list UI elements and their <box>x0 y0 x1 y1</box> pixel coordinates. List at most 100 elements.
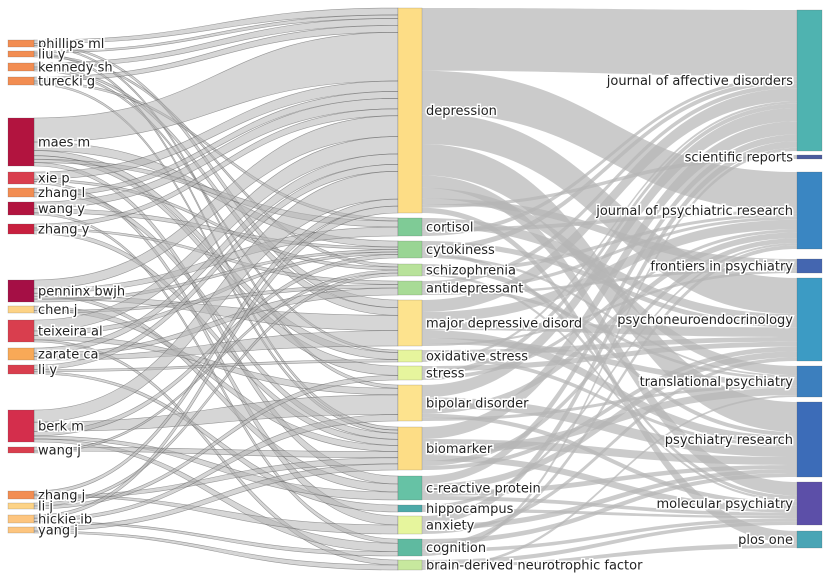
author-label-yang-j: yang j <box>38 524 78 539</box>
author-node-berk-m[interactable] <box>7 409 35 443</box>
author-label-teixeira-al: teixeira al <box>38 325 103 340</box>
journal-label-psychiatry-research: psychiatry research <box>665 433 793 448</box>
author-node-wang-y[interactable] <box>7 201 35 216</box>
author-node-chen-j[interactable] <box>7 305 35 314</box>
link-oxidative-stress-to-psychoneuroendocrinology <box>422 336 797 356</box>
author-label-liu-y: liu y <box>38 48 66 63</box>
link-cognition-to-journal-of-affective-disorders <box>422 147 797 556</box>
author-node-yang-j[interactable] <box>7 526 35 534</box>
author-node-turecki-g[interactable] <box>7 76 35 86</box>
link-cortisol-to-journal-of-affective-disorders <box>422 76 797 236</box>
author-node-zhang-y[interactable] <box>7 223 35 235</box>
link-cognition-to-psychiatry-research <box>422 473 797 544</box>
author-label-zhang-y: zhang y <box>38 223 90 238</box>
keyword-node-cortisol[interactable] <box>397 217 423 237</box>
author-node-liu-y[interactable] <box>7 50 35 58</box>
link-biomarker-to-molecular-psychiatry <box>422 455 797 513</box>
journal-node-scientific-reports[interactable] <box>796 154 823 160</box>
link-major-depressive-disord-to-journal-of-psychiatric-research <box>422 219 797 322</box>
journal-node-psychiatry-research[interactable] <box>796 401 823 478</box>
author-node-li-j[interactable] <box>7 502 35 510</box>
journal-node-translational-psychiatry[interactable] <box>796 365 823 398</box>
author-label-xie-p: xie p <box>38 172 70 187</box>
author-node-penninx-bwjh[interactable] <box>7 279 35 303</box>
keyword-node-oxidative-stress[interactable] <box>397 349 423 363</box>
author-label-chen-j: chen j <box>38 303 77 318</box>
link-depression-to-journal-of-affective-disorders <box>422 8 797 77</box>
keyword-label-cytokiness: cytokiness <box>426 243 495 258</box>
link-cortisol-to-journal-of-psychiatric-research <box>422 210 797 232</box>
journal-node-journal-of-affective-disorders[interactable] <box>796 9 823 152</box>
author-label-wang-y: wang y <box>38 202 85 217</box>
keyword-node-hippocampus[interactable] <box>397 504 423 513</box>
link-yang-j-to-brain-derived-neurotrophic-factor <box>33 530 399 571</box>
keyword-label-anxiety: anxiety <box>426 519 475 534</box>
link-biomarker-to-journal-of-affective-disorders <box>422 121 797 439</box>
link-brain-derived-neurotrophic-factor-to-translational-psychiatry <box>422 395 797 570</box>
link-zhang-j-to-anxiety <box>33 493 399 535</box>
link-stress-to-journal-of-affective-disorders <box>422 103 797 377</box>
link-anxiety-to-journal-of-affective-disorders <box>422 141 797 525</box>
author-label-berk-m: berk m <box>38 420 84 435</box>
author-node-hickie-ib[interactable] <box>7 514 35 524</box>
keyword-node-bipolar-disorder[interactable] <box>397 384 423 422</box>
link-anxiety-to-psychiatry-research <box>422 469 797 530</box>
keyword-node-major-depressive-disord[interactable] <box>397 299 423 347</box>
link-biomarker-to-psychoneuroendocrinology <box>422 346 797 470</box>
link-c-reactive-protein-to-psychoneuroendocrinology <box>422 351 797 491</box>
keyword-node-cognition[interactable] <box>397 538 423 557</box>
author-node-xie-p[interactable] <box>7 171 35 185</box>
author-label-zhang-j: zhang j <box>38 489 85 504</box>
keyword-node-biomarker[interactable] <box>397 426 423 471</box>
link-brain-derived-neurotrophic-factor-to-molecular-psychiatry <box>422 521 797 565</box>
keyword-node-schizophrenia[interactable] <box>397 263 423 277</box>
journal-node-journal-of-psychiatric-research[interactable] <box>796 171 823 250</box>
author-node-zhang-l[interactable] <box>7 187 35 198</box>
author-label-zarate-ca: zarate ca <box>38 348 98 363</box>
journal-label-molecular-psychiatry: molecular psychiatry <box>657 497 794 512</box>
link-wang-j-to-biomarker <box>33 446 399 459</box>
link-bipolar-disorder-to-journal-of-psychiatric-research <box>422 232 797 414</box>
keyword-node-brain-derived-neurotrophic-factor[interactable] <box>397 559 423 571</box>
author-label-phillips-ml: phillips ml <box>38 37 104 52</box>
author-node-zarate-ca[interactable] <box>7 347 35 361</box>
link-major-depressive-disord-to-journal-of-affective-disorders <box>422 88 797 312</box>
author-label-penninx-bwjh: penninx bwjh <box>38 285 125 300</box>
journal-node-frontiers-in-psychiatry[interactable] <box>796 258 823 274</box>
link-bipolar-disorder-to-psychiatry-research <box>422 397 797 457</box>
keyword-node-stress[interactable] <box>397 365 423 381</box>
link-anxiety-to-psychoneuroendocrinology <box>422 357 797 534</box>
keyword-node-anxiety[interactable] <box>397 515 423 535</box>
author-node-kennedy-sh[interactable] <box>7 62 35 72</box>
keyword-node-cytokiness[interactable] <box>397 240 423 259</box>
link-c-reactive-protein-to-molecular-psychiatry <box>422 496 797 516</box>
author-label-li-j: li j <box>38 500 53 515</box>
journal-label-psychoneuroendocrinology: psychoneuroendocrinology <box>617 313 793 328</box>
author-node-maes-m[interactable] <box>7 117 35 167</box>
keyword-label-stress: stress <box>426 367 465 382</box>
keyword-label-cognition: cognition <box>426 541 486 556</box>
author-node-teixeira-al[interactable] <box>7 319 35 343</box>
keyword-label-c-reactive-protein: c-reactive protein <box>426 482 541 497</box>
link-major-depressive-disord-to-translational-psychiatry <box>422 338 797 386</box>
journal-label-scientific-reports: scientific reports <box>685 151 794 166</box>
author-node-zhang-j[interactable] <box>7 490 35 500</box>
link-c-reactive-protein-to-psychiatry-research <box>422 465 797 496</box>
nodes-layer <box>7 7 823 571</box>
link-depression-to-frontiers-in-psychiatry <box>422 198 797 268</box>
keyword-label-bipolar-disorder: bipolar disorder <box>426 397 529 412</box>
link-oxidative-stress-to-journal-of-affective-disorders <box>422 101 797 362</box>
author-node-wang-j[interactable] <box>7 446 35 454</box>
author-node-li-y[interactable] <box>7 364 35 375</box>
keyword-node-depression[interactable] <box>397 7 423 214</box>
link-depression-to-scientific-reports <box>422 155 797 208</box>
keyword-node-c-reactive-protein[interactable] <box>397 475 423 501</box>
author-label-hickie-ib: hickie ib <box>38 513 92 528</box>
journal-node-molecular-psychiatry[interactable] <box>796 481 823 526</box>
links-layer <box>33 7 797 571</box>
journal-node-plos-one[interactable] <box>796 530 823 549</box>
journal-node-psychoneuroendocrinology[interactable] <box>796 277 823 362</box>
author-node-phillips-ml[interactable] <box>7 39 35 48</box>
keyword-node-antidepressant[interactable] <box>397 280 423 296</box>
